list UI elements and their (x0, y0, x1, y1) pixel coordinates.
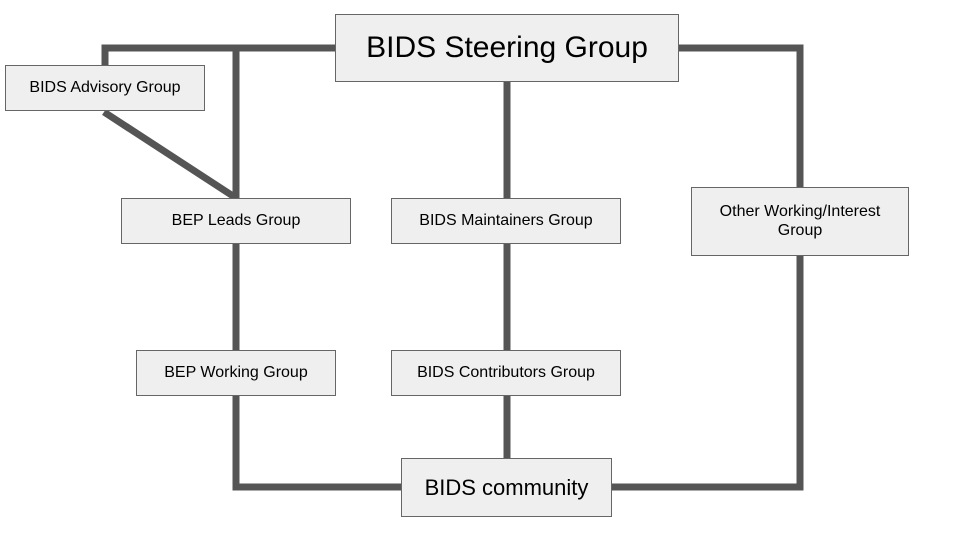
node-label: BIDS Maintainers Group (419, 211, 593, 229)
node-label: BEP Leads Group (171, 211, 301, 229)
node-bep-working-group[interactable]: BEP Working Group (136, 350, 336, 396)
edge-advisory-to-bep-leads (102, 109, 238, 201)
node-label: BEP Working Group (164, 363, 308, 381)
node-other-working-interest-group[interactable]: Other Working/Interest Group (691, 187, 909, 256)
node-label: Other Working/Interest Group (719, 202, 881, 239)
node-bids-maintainers-group[interactable]: BIDS Maintainers Group (391, 198, 621, 244)
edge-other-wg-to-community (612, 256, 804, 491)
node-bids-steering-group[interactable]: BIDS Steering Group (335, 14, 679, 82)
node-label: BIDS Advisory Group (29, 78, 181, 96)
edge-steering-to-bep-leads (232, 44, 335, 198)
node-label: BIDS Contributors Group (417, 363, 595, 381)
edge-steering-to-other-wg (679, 44, 804, 187)
node-label: BIDS community (424, 474, 589, 500)
node-bids-advisory-group[interactable]: BIDS Advisory Group (5, 65, 205, 111)
node-bids-contributors-group[interactable]: BIDS Contributors Group (391, 350, 621, 396)
node-bids-community[interactable]: BIDS community (401, 458, 612, 517)
node-label: BIDS Steering Group (366, 31, 648, 65)
edge-bep-working-to-community (232, 396, 401, 491)
node-bep-leads-group[interactable]: BEP Leads Group (121, 198, 351, 244)
